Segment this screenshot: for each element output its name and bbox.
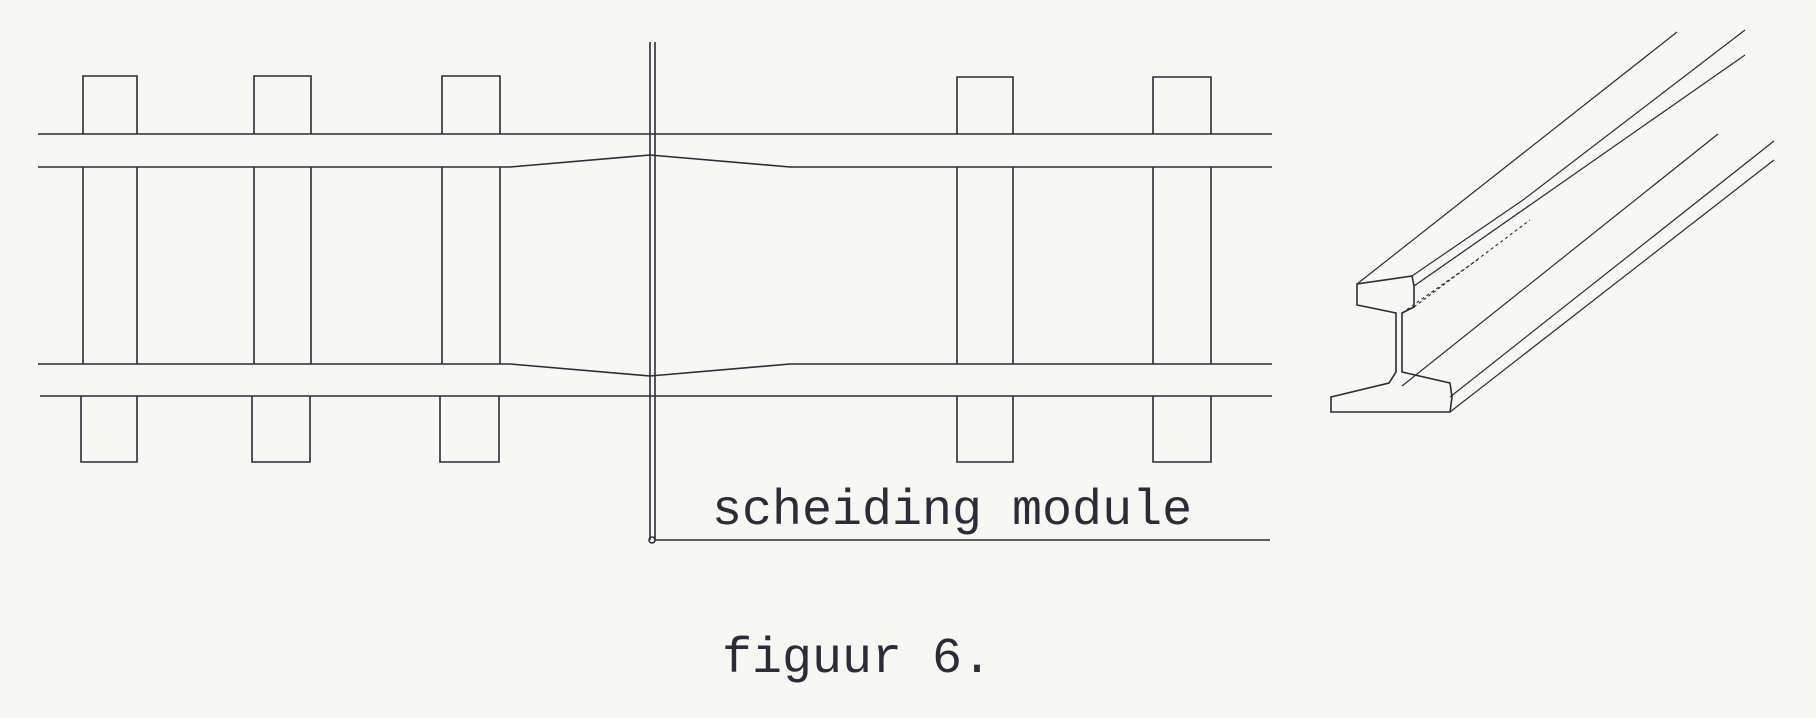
sleepers	[80, 75, 1212, 463]
rail-hidden-edges	[1401, 204, 1531, 314]
track-plan: scheiding module	[38, 42, 1272, 544]
sleeper	[956, 76, 1014, 463]
figure-caption: figuur 6.	[722, 631, 992, 688]
sleeper	[1152, 76, 1212, 463]
sleeper	[251, 75, 312, 463]
rail-length-edges	[1356, 29, 1775, 413]
sleeper	[439, 75, 501, 463]
rail-cross-section	[1330, 275, 1453, 413]
module-separation-line	[648, 42, 1270, 544]
sleeper	[80, 75, 138, 463]
separation-label: scheiding module	[712, 483, 1192, 540]
rail-profile-drawing	[1330, 29, 1775, 413]
